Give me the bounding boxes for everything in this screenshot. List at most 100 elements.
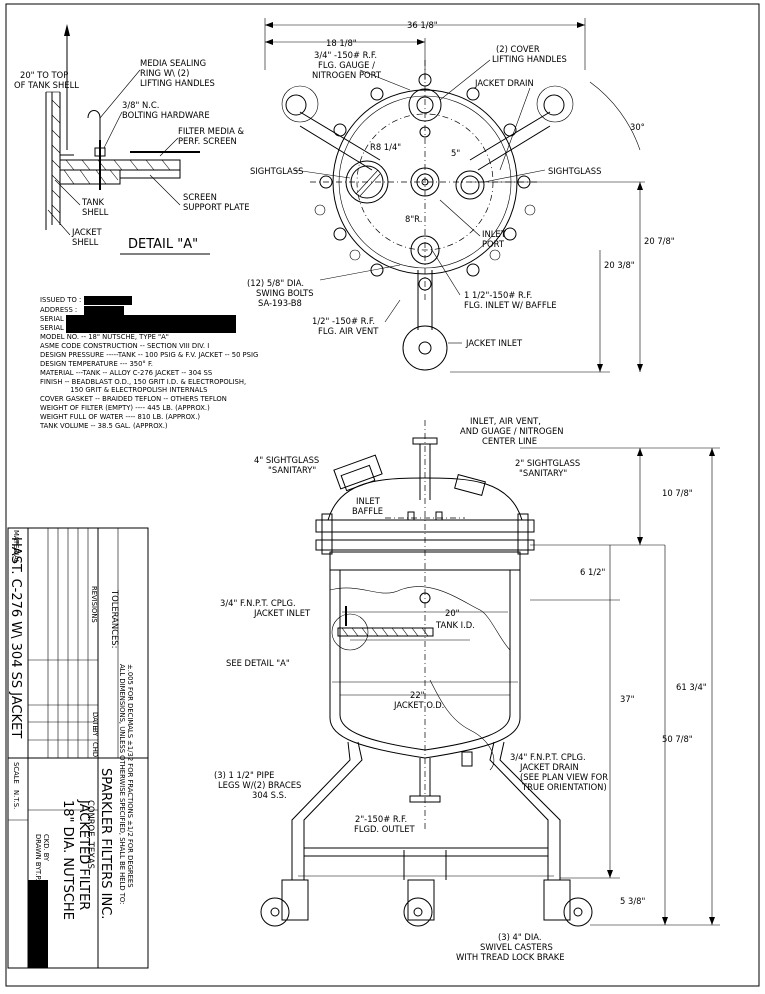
elev-cplg-drain-4: TRUE ORIENTATION) bbox=[521, 782, 607, 792]
plan-dim-18: 18 1/8" bbox=[326, 38, 357, 48]
elevation-view: INLET, AIR VENT, AND GUAGE / NITROGEN CE… bbox=[214, 416, 720, 962]
plan-angle-30: 30° bbox=[630, 122, 645, 132]
elev-top-note-1: INLET, AIR VENT, bbox=[470, 416, 541, 426]
detail-title: DETAIL "A" bbox=[128, 237, 198, 252]
spec-11: COVER GASKET -- BRAIDED TEFLON -- OTHERS… bbox=[40, 395, 227, 403]
plan-dim-20-78: 20 7/8" bbox=[644, 236, 675, 246]
detail-filter-media-2: PERF. SCREEN bbox=[178, 136, 237, 146]
elev-dim-37: 37" bbox=[620, 694, 635, 704]
detail-media-ring-3: LIFTING HANDLES bbox=[140, 78, 215, 88]
elev-sg4-1: 4" SIGHTGLASS bbox=[254, 455, 319, 465]
spec-14: TANK VOLUME -- 38.5 GAL. (APPROX.) bbox=[39, 422, 168, 430]
redacted-serial bbox=[66, 315, 236, 333]
elev-sg4-2: "SANITARY" bbox=[268, 465, 316, 475]
elev-dim-50: 50 7/8" bbox=[662, 734, 693, 744]
elev-cplg-drain-1: 3/4" F.N.P.T. CPLG. bbox=[510, 752, 586, 762]
elev-top-note-2: AND GUAGE / NITROGEN bbox=[460, 426, 564, 436]
spec-7: DESIGN TEMPERATURE --- 350° F. bbox=[40, 360, 153, 368]
tb-material: HAST. C-276 W\ 304 SS JACKET bbox=[8, 537, 23, 738]
elev-outlet-1: 2"-150# R.F. bbox=[355, 814, 407, 824]
elev-tank-id: TANK I.D. bbox=[435, 620, 475, 630]
plan-sightglass-left: SIGHTGLASS bbox=[250, 166, 303, 176]
detail-bolting-2: BOLTING HARDWARE bbox=[122, 110, 210, 120]
elev-cplg-inlet-2: JACKET INLET bbox=[253, 608, 311, 618]
detail-media-ring-2: RING W\ (2) bbox=[140, 68, 189, 78]
tb-tolerances: TOLERANCES: bbox=[110, 589, 120, 648]
spec-5: ASME CODE CONSTRUCTION -- SECTION VIII D… bbox=[40, 342, 209, 350]
plan-dim-5: 5" bbox=[451, 148, 460, 158]
spec-10: 150 GRIT & ELECTROPOLISH INTERNALS bbox=[40, 386, 207, 394]
sheet-border bbox=[5, 3, 760, 987]
elev-sg2-1: 2" SIGHTGLASS bbox=[515, 458, 580, 468]
elev-inlet-baffle-1: INLET bbox=[356, 496, 381, 506]
tb-title1: 18" DIA. NUTSCHE bbox=[60, 800, 75, 920]
tb-by: BY bbox=[91, 728, 99, 737]
elev-inlet-baffle-2: BAFFLE bbox=[352, 506, 383, 516]
detail-filter-media-1: FILTER MEDIA & bbox=[178, 126, 245, 136]
elev-dim-6-12: 6 1/2" bbox=[580, 567, 605, 577]
elev-casters-1: (3) 4" DIA. bbox=[498, 932, 542, 942]
plan-jacket-drain: JACKET DRAIN bbox=[474, 78, 534, 88]
elev-top-note-3: CENTER LINE bbox=[482, 436, 537, 446]
plan-inlet-port-2: PORT bbox=[482, 239, 505, 249]
detail-a: 20" TO TOP OF TANK SHELL MEDIA SEALING R… bbox=[14, 24, 250, 255]
tb-title2: JACKETED FILTER bbox=[76, 799, 91, 910]
tb-date: DATE bbox=[91, 712, 99, 730]
plan-sightglass-right: SIGHTGLASS bbox=[548, 166, 601, 176]
detail-screen-support-2: SUPPORT PLATE bbox=[183, 202, 250, 212]
tb-tol-note2: ±.005 FOR DECIMALS ±1/32 FOR FRACTIONS ±… bbox=[126, 664, 134, 888]
spec-9: FINISH -- BEADBLAST O.D., 150 GRIT I.D. … bbox=[40, 378, 246, 386]
plan-flg-inlet-1: 1 1/2"-150# R.F. bbox=[464, 290, 532, 300]
title-block: MATERIAL HAST. C-276 W\ 304 SS JACKET RE… bbox=[7, 527, 149, 969]
elev-casters-3: WITH TREAD LOCK BRAKE bbox=[456, 952, 565, 962]
tb-scale: N.T.S. bbox=[12, 790, 20, 809]
redacted-drawing-no bbox=[28, 880, 48, 968]
tb-scale-label: SCALE bbox=[12, 762, 20, 784]
casters bbox=[260, 879, 593, 927]
spec-0: ISSUED TO : bbox=[40, 296, 81, 304]
tb-ckd-by: CKD. BY bbox=[42, 834, 50, 862]
elev-dim-20: 20" bbox=[445, 608, 460, 618]
plan-dim-20-38: 20 3/8" bbox=[604, 260, 635, 270]
elev-dim-22: 22" bbox=[410, 690, 425, 700]
elev-cplg-drain-3: (SEE PLAN VIEW FOR bbox=[520, 772, 608, 782]
elev-jacket-od: JACKET O.D. bbox=[393, 700, 444, 710]
detail-bolting-1: 3/8" N.C. bbox=[122, 100, 159, 110]
spec-4: MODEL NO. -- 18" NUTSCHE, TYPE "A" bbox=[40, 333, 169, 341]
plan-flg-inlet-2: FLG. INLET W/ BAFFLE bbox=[464, 300, 557, 310]
spec-6: DESIGN PRESSURE -----TANK -- 100 PSIG & … bbox=[40, 351, 258, 359]
elev-dim-10-78: 10 7/8" bbox=[662, 488, 693, 498]
elev-legs-3: 304 S.S. bbox=[252, 790, 287, 800]
detail-top-shell-2: OF TANK SHELL bbox=[14, 80, 79, 90]
elev-dim-61: 61 3/4" bbox=[676, 682, 707, 692]
elev-dim-5-38: 5 3/8" bbox=[620, 896, 645, 906]
tb-drawn-by: DRAWN BY bbox=[34, 834, 42, 871]
elev-sg2-2: "SANITARY" bbox=[519, 468, 567, 478]
elev-cplg-inlet-1: 3/4" F.N.P.T. CPLG. bbox=[220, 598, 296, 608]
spec-block: ISSUED TO : ADDRESS : SERIAL NO. - SERIA… bbox=[39, 296, 258, 430]
plan-cover-handles-2: LIFTING HANDLES bbox=[492, 54, 567, 64]
detail-tank-shell-1: TANK bbox=[81, 197, 104, 207]
plan-swing-bolts-1: (12) 5/8" DIA. bbox=[247, 278, 304, 288]
redacted-address bbox=[84, 306, 124, 315]
plan-swing-bolts-3: SA-193-B8 bbox=[258, 298, 302, 308]
detail-screen-support-1: SCREEN bbox=[183, 192, 217, 202]
tb-city: CONROE, TEXAS bbox=[86, 800, 96, 869]
plan-cover-handles-1: (2) COVER bbox=[496, 44, 540, 54]
spec-3: SERIAL NO. - bbox=[40, 324, 83, 332]
plan-air-vent-1: 1/2" -150# R.F. bbox=[312, 316, 375, 326]
detail-top-shell-1: 20" TO TOP bbox=[20, 70, 68, 80]
detail-jacket-shell-1: JACKET bbox=[71, 227, 103, 237]
elev-outlet-2: FLGD. OUTLET bbox=[354, 824, 416, 834]
tb-tol-note1: ALL DIMENSIONS, UNLESS OTHERWISE SPECIFI… bbox=[118, 664, 126, 904]
elev-cplg-drain-2: JACKET DRAIN bbox=[519, 762, 579, 772]
plan-inlet-port-1: INLET bbox=[482, 229, 507, 239]
plan-gauge-port-3: NITROGEN PORT bbox=[312, 70, 382, 80]
plan-gauge-port-2: FLG. GAUGE / bbox=[318, 60, 375, 70]
plan-view: 36 1/8" 18 1/8" bbox=[247, 18, 675, 373]
plan-gauge-port-1: 3/4" -150# R.F. bbox=[314, 50, 377, 60]
tb-drawn-val: T.P. bbox=[34, 869, 42, 881]
spec-8: MATERIAL ---TANK -- ALLOY C-276 JACKET -… bbox=[40, 369, 212, 377]
